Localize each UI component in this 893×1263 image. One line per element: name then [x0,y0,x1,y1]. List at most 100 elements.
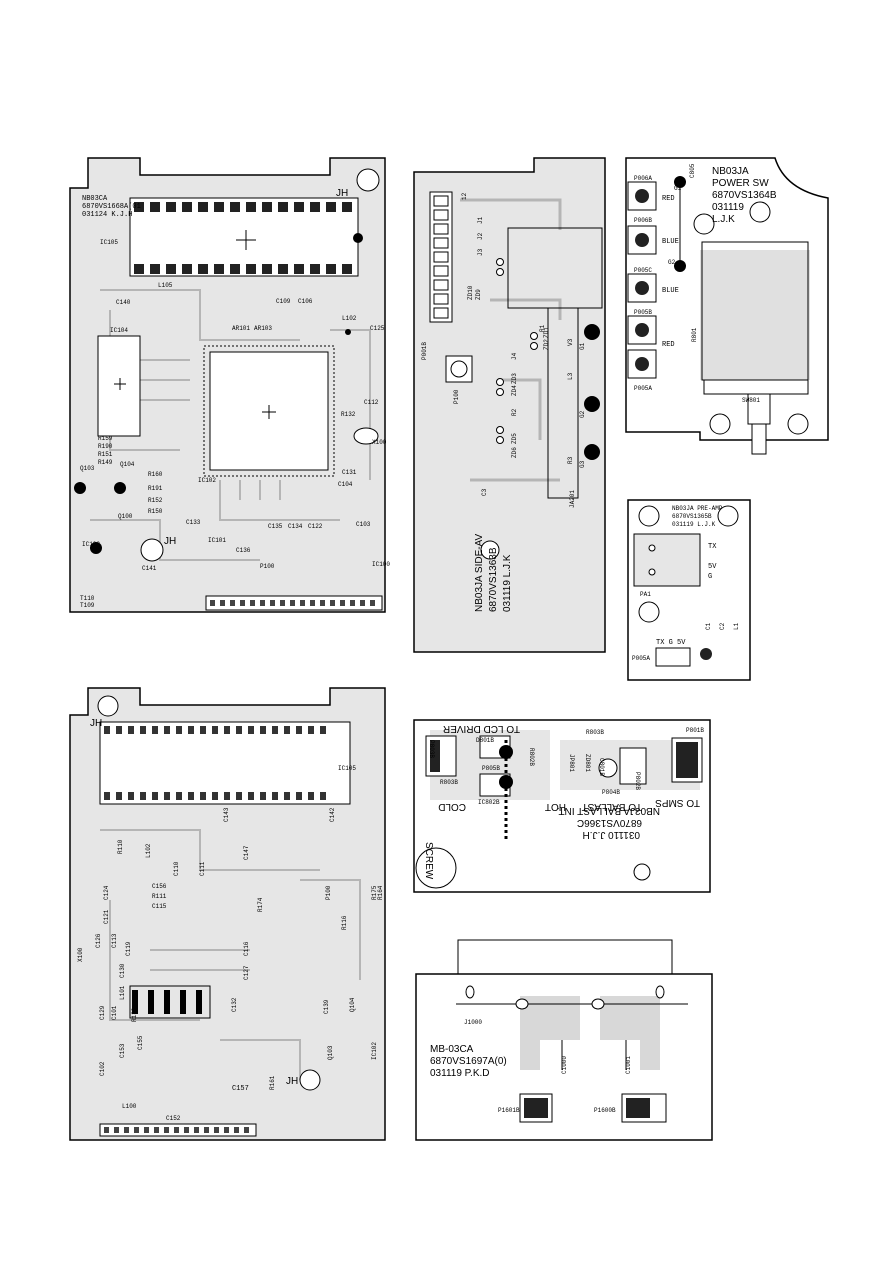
main-bottom-part-22: C102 [99,1061,106,1076]
power-sw-part-1: G1 [674,185,682,192]
power-sw-title-4: 031119 [712,202,744,213]
main-bottom-part-39: R161 [269,1075,276,1090]
power-sw-title-1: NB03JA [712,166,749,177]
side-av-part-17: G1 [579,342,586,350]
main-bottom-part-30: R164 [377,885,384,900]
power-sw-connector-4: P005A [634,385,652,392]
ballast-label-4: TO SMPS [655,797,700,808]
ballast-part-5: R802B [528,748,535,766]
main-top-part-36: Q100 [118,513,133,520]
pre-amp-label-0: TX [708,543,717,551]
mb03ca-title-1: MB-03CA [430,1044,474,1055]
main-top-part-56: P100 [260,563,275,570]
main-top-part-1: L105 [158,282,173,289]
main-top-part-41: C133 [186,519,201,526]
side-av-part-19: G3 [579,460,586,468]
ballast-label-3: TO BALLAST [582,801,642,812]
main-top-title-1: NB03CA [82,195,108,203]
main-top-part-33: R191 [148,485,163,492]
main-top-title-2: 6870VS1668A(01 [82,203,141,211]
main-top-part-32: R160 [148,471,163,478]
main-top-part-31: Q104 [120,461,135,468]
pre-amp-label-5: C2 [719,622,726,630]
side-av-part-9: ZD6 [511,447,518,458]
mb03ca-title-2: 6870VS1697A(0) [430,1056,507,1067]
main-bottom-part-19: C101 [111,1005,118,1020]
board-ballast: NB03JA BALLAST INT. 6870VS1366C 031110 J… [413,719,711,893]
side-av-part-1: P100 [453,389,460,404]
ballast-part-4: IC802B [478,799,500,806]
main-top-marker-2: JH [164,536,176,547]
ballast-label-5: SCREW [423,842,434,880]
main-bottom-part-24: C153 [119,1043,126,1058]
power-sw-connector-2: P005C [634,267,652,274]
main-bottom-part-26: C152 [166,1115,181,1122]
side-av-part-11: J2 [477,232,484,240]
side-av-part-3: ZD9 [475,289,482,300]
main-top-part-3: C106 [298,298,313,305]
main-bottom-part-16: C119 [125,941,132,956]
main-bottom-part-25: L100 [122,1103,137,1110]
ballast-part-13: R803B [586,729,604,736]
side-av-part-21: C3 [481,488,488,496]
pre-amp-label-1: 5V [708,563,717,571]
board-pre-amp: NB03JA PRE-AMP 6870VS1365B 031119 L.J.K … [627,499,751,681]
ic105-pin-row-bottom [134,264,352,274]
main-bottom-part-17: C130 [119,963,126,978]
mb03ca-part-4: P1600B [594,1107,616,1114]
side-av-part-6: ZD3 [511,373,518,384]
side-av-part-0: P001B [421,342,428,360]
main-bottom-part-37: Q103 [327,1045,334,1060]
main-top-part-54: IC103 [82,541,100,548]
main-bottom-part-4: L102 [145,843,152,858]
ballast-label-1: COLD [438,801,466,812]
power-sw-connector-1: P006B [634,217,652,224]
ballast-title-3: 031110 J.J.H [583,829,640,840]
side-av-part-12: J3 [477,248,484,256]
power-sw-color-1: BLUE [662,238,679,246]
side-av-part-18: G2 [579,410,586,418]
pre-amp-label-3: PA1 [640,591,651,598]
main-bottom-part-28: R116 [341,915,348,930]
board-side-av: NB03JA SIDE-AV 6870VS1363B 031119 L.J.K … [413,157,606,653]
main-bottom-part-10: C124 [103,885,110,900]
ic105-pin-row-top [134,202,352,212]
side-av-title-3: 031119 L.J.K [502,554,513,612]
ballast-part-11: P802B [634,772,641,790]
pre-amp-label-6: L1 [733,622,740,630]
main-bottom-part-18: C129 [99,1005,106,1020]
main-bottom-part-6: C110 [173,861,180,876]
main-top-part-38: C131 [342,469,357,476]
main-top-part-30: Q103 [80,465,95,472]
side-av-part-4: ZD1 [543,327,550,338]
pre-amp-title-2: 6870VS1365B [672,513,712,520]
main-top-part-35: R150 [148,508,163,515]
main-top-part-29: R149 [98,459,113,466]
main-top-part-0: IC105 [100,239,118,246]
main-top-part-23: X100 [372,439,387,446]
main-bottom-marker: JH [90,718,102,729]
main-bottom-part-14: C113 [111,933,118,948]
ballast-part-10: P804B [602,789,620,796]
side-av-part-24: V3 [567,338,574,346]
main-bottom-part-35: C139 [323,999,330,1014]
power-sw-part-4: SW801 [742,397,760,404]
mb03ca-part-1: C1000 [561,1056,568,1074]
main-top-marker: JH [336,188,348,199]
main-bottom-part-32: C116 [243,941,250,956]
side-av-part-25: 12 [461,192,468,200]
side-av-title-1: NB03JA SIDE-AV [474,533,485,612]
main-top-part-21: R132 [341,411,356,418]
main-top-part-2: C109 [276,298,291,305]
main-bottom-part-2: C142 [329,807,336,822]
main-bottom-part-31: R174 [257,897,264,912]
main-bottom-part-33: C127 [243,965,250,980]
ballast-part-0: P803B [428,740,435,758]
side-av-title-2: 6870VS1363B [488,547,499,612]
main-bottom-part-0: IC105 [338,765,356,772]
power-sw-title-5: L.J.K [712,214,735,225]
mb03ca-part-3: P1601B [498,1107,520,1114]
board-power-sw: NB03JA POWER SW 6870VS1364B 031119 L.J.K… [625,157,829,455]
mb03ca-title-3: 031119 P.K.D [430,1068,490,1079]
